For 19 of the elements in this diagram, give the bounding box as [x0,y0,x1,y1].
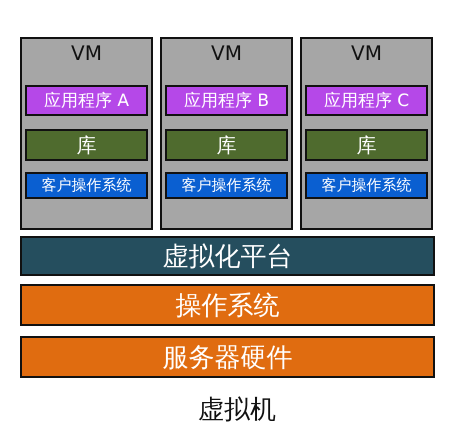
application-box: 应用程序 A [25,85,148,116]
caption: 虚拟机 [197,394,277,427]
application-box: 应用程序 B [165,85,288,116]
platform-layer: 虚拟化平台 [20,236,435,276]
vm-box [160,37,293,230]
vm-box [20,37,153,230]
vm-label: VM [350,41,383,65]
application-box: 应用程序 C [305,85,428,116]
library-box: 库 [165,129,288,161]
guest-os-box: 客户操作系统 [305,172,428,199]
hardware-layer: 服务器硬件 [20,336,435,378]
vm-label: VM [210,41,243,65]
guest-os-box: 客户操作系统 [25,172,148,199]
vm-box [300,37,433,230]
library-box: 库 [305,129,428,161]
vm-label: VM [70,41,103,65]
library-box: 库 [25,129,148,161]
guest-os-box: 客户操作系统 [165,172,288,199]
os-layer: 操作系统 [20,284,435,326]
